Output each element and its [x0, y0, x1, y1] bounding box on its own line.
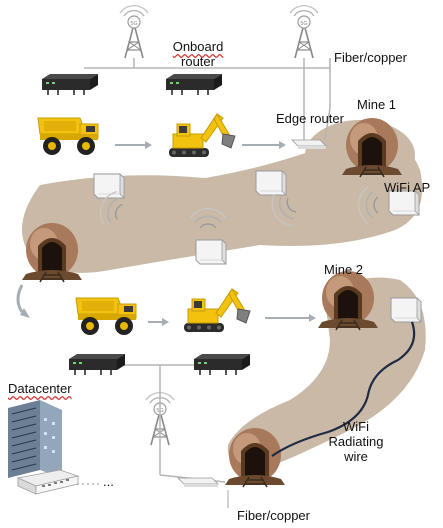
onboard-router-label-line2: router: [181, 54, 215, 69]
onboard-router-label: Onboard router: [160, 39, 236, 69]
wifi-access-point-icon: [390, 297, 422, 323]
server-rack-icon: [8, 400, 62, 478]
wifi-ap-label: WiFi AP: [384, 180, 431, 195]
router-icon: [193, 353, 251, 376]
wifi-access-point-icon: [195, 239, 227, 265]
router-icon: [41, 73, 99, 96]
wifi-access-point-icon: [255, 170, 287, 196]
tower-badge: 5G: [130, 21, 137, 27]
router-icon: [165, 73, 223, 96]
edge-router-device: [291, 139, 327, 149]
fiber-copper-bottom-label: Fiber/copper: [237, 508, 310, 523]
edge-router-device: [177, 477, 219, 487]
fiber-copper-top-label: Fiber/copper: [334, 50, 407, 65]
wifi-radiating-wire-label: WiFi Radiating wire: [326, 419, 386, 464]
network-switch-icon: [16, 469, 80, 495]
wifi-radiating-wire-line1: WiFi: [343, 419, 369, 434]
datacenter-label: Datacenter: [8, 381, 72, 396]
excavator-icon: [168, 113, 236, 158]
radiating-wire: [271, 321, 416, 457]
cell-tower-icon: [289, 4, 319, 59]
wifi-access-point-icon: [93, 173, 125, 199]
wifi-radiating-wire-line2: Radiating: [328, 434, 384, 449]
ellipsis-label: ...: [103, 474, 114, 489]
mine1-label: Mine 1: [357, 97, 397, 112]
dump-truck-icon: [37, 117, 99, 156]
dump-truck-icon: [75, 297, 137, 336]
mine2-label: Mine 2: [324, 262, 364, 277]
tower-badge: 5G: [300, 21, 307, 27]
edge-router-label: Edge router: [276, 111, 344, 126]
cell-tower-icon: [119, 4, 149, 59]
flow-arrows: [16, 141, 316, 326]
wifi-radiating-wire-line3: wire: [344, 449, 368, 464]
router-icon: [68, 353, 126, 376]
onboard-router-label-line1: Onboard: [172, 39, 224, 54]
excavator-icon: [183, 288, 251, 333]
